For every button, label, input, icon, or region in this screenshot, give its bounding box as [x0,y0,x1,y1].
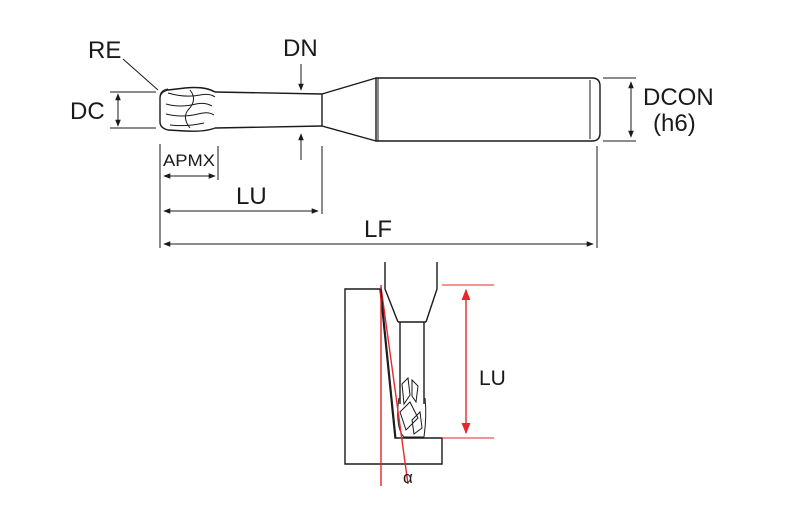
lf-label: LF [364,216,392,243]
lu-top-label: LU [236,183,267,210]
taper-outline [321,77,377,142]
dcon-tolerance-label: (h6) [653,110,696,137]
dcon-label: DCON [643,84,714,111]
re-leader [122,58,159,91]
lu-side-label: LU [479,367,506,390]
end-mill-side-view [159,77,601,142]
flute-line-4 [169,122,205,127]
re-label: RE [88,37,121,64]
apmx-label: APMX [163,151,215,170]
tool-flute-3 [399,401,419,431]
corner-radius [159,88,169,97]
flute-line-2 [165,102,213,107]
tool-neck [398,321,426,404]
cutting-head [159,86,216,132]
dn-label: DN [283,35,318,62]
flute-line-3 [165,112,215,117]
shank-outline [375,77,601,142]
flute-curve [184,89,194,129]
application-view [344,262,494,486]
tool-shank [384,262,438,323]
tilt-angle-line [380,286,409,485]
tool-flute-1 [401,376,411,406]
dc-label: DC [70,98,105,125]
neck-outline [214,91,323,129]
wall-edge [380,288,397,439]
tool-flute-2 [411,378,419,404]
tool-flute-4 [411,410,423,435]
alpha-label: α [403,468,413,487]
flute-line-1 [167,92,216,98]
